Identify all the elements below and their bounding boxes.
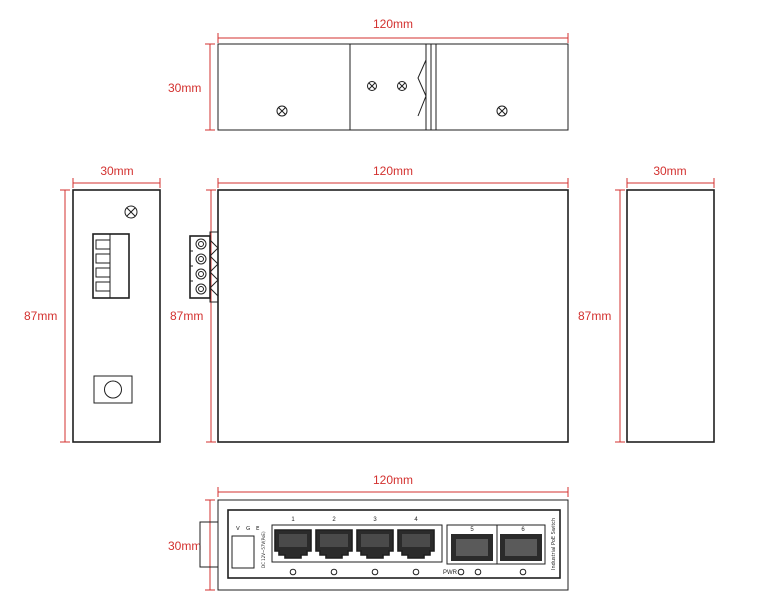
port-number-4: 4 xyxy=(414,517,418,523)
rj45-inner-4 xyxy=(402,534,430,547)
panel-face xyxy=(227,509,561,579)
left-side-view: 30mm 87mm xyxy=(24,164,161,443)
rj45-inner-1 xyxy=(279,534,307,547)
front-width-label: 120mm xyxy=(373,164,413,178)
right-width-label: 30mm xyxy=(653,164,686,178)
rj45-inner-2 xyxy=(320,534,348,547)
front-body xyxy=(217,189,569,443)
terminal-label-g: G xyxy=(246,526,250,532)
led-port-4 xyxy=(412,568,420,576)
bottom-width-label: 120mm xyxy=(373,473,413,487)
port-number-1: 1 xyxy=(291,517,295,523)
din-rail-clip xyxy=(349,43,437,131)
rj45-port-block xyxy=(271,524,443,563)
led-port-5 xyxy=(474,568,482,576)
terminal-block xyxy=(92,233,130,299)
screw-icon xyxy=(496,105,508,117)
port-number-2: 2 xyxy=(332,517,336,523)
port-number-3: 3 xyxy=(373,517,377,523)
led-port-2 xyxy=(330,568,338,576)
led-port-6 xyxy=(519,568,527,576)
top-view-body xyxy=(217,43,569,131)
terminal-label-v: V xyxy=(236,526,240,532)
panel-connector-outline xyxy=(199,521,218,568)
sfp-inner-5 xyxy=(456,539,488,556)
led-port-3 xyxy=(371,568,379,576)
din-rail-spring xyxy=(417,59,427,117)
pwr-label: PWR xyxy=(443,570,458,576)
led-port-1 xyxy=(289,568,297,576)
left-height-label: 87mm xyxy=(24,309,57,323)
rj45-inner-3 xyxy=(361,534,389,547)
reset-button xyxy=(93,375,133,404)
right-side-view: 30mm 87mm xyxy=(578,164,715,443)
terminal-input xyxy=(231,535,255,569)
led-pwr xyxy=(457,568,465,576)
bottom-height-label: 30mm xyxy=(168,539,201,553)
screw-icon xyxy=(397,81,407,91)
front-view: 120mm 87mm xyxy=(170,164,569,443)
panel-body xyxy=(217,499,569,591)
port-number-6: 6 xyxy=(521,527,525,533)
power-terminal-connector xyxy=(189,231,219,303)
terminal-label-e: E xyxy=(256,526,260,532)
screw-icon xyxy=(367,81,377,91)
screw-icon xyxy=(276,105,288,117)
panel-view: 120mm 30mm V G E DC 12V~57V(PoE) xyxy=(168,473,569,591)
top-height-label: 30mm xyxy=(168,81,201,95)
right-side-body xyxy=(626,189,715,443)
ground-screw-icon xyxy=(124,205,138,219)
voltage-note: DC 12V~57V(PoE) xyxy=(261,531,266,568)
sfp-inner-6 xyxy=(505,539,537,556)
top-view: 120mm 30mm xyxy=(168,17,569,131)
sfp-port-block-6 xyxy=(496,524,546,565)
left-width-label: 30mm xyxy=(100,164,133,178)
product-label: Industrial PoE Switch xyxy=(551,518,557,570)
front-height-label: 87mm xyxy=(170,309,203,323)
port-number-5: 5 xyxy=(470,527,474,533)
left-side-body xyxy=(72,189,161,443)
top-width-label: 120mm xyxy=(373,17,413,31)
right-height-label: 87mm xyxy=(578,309,611,323)
